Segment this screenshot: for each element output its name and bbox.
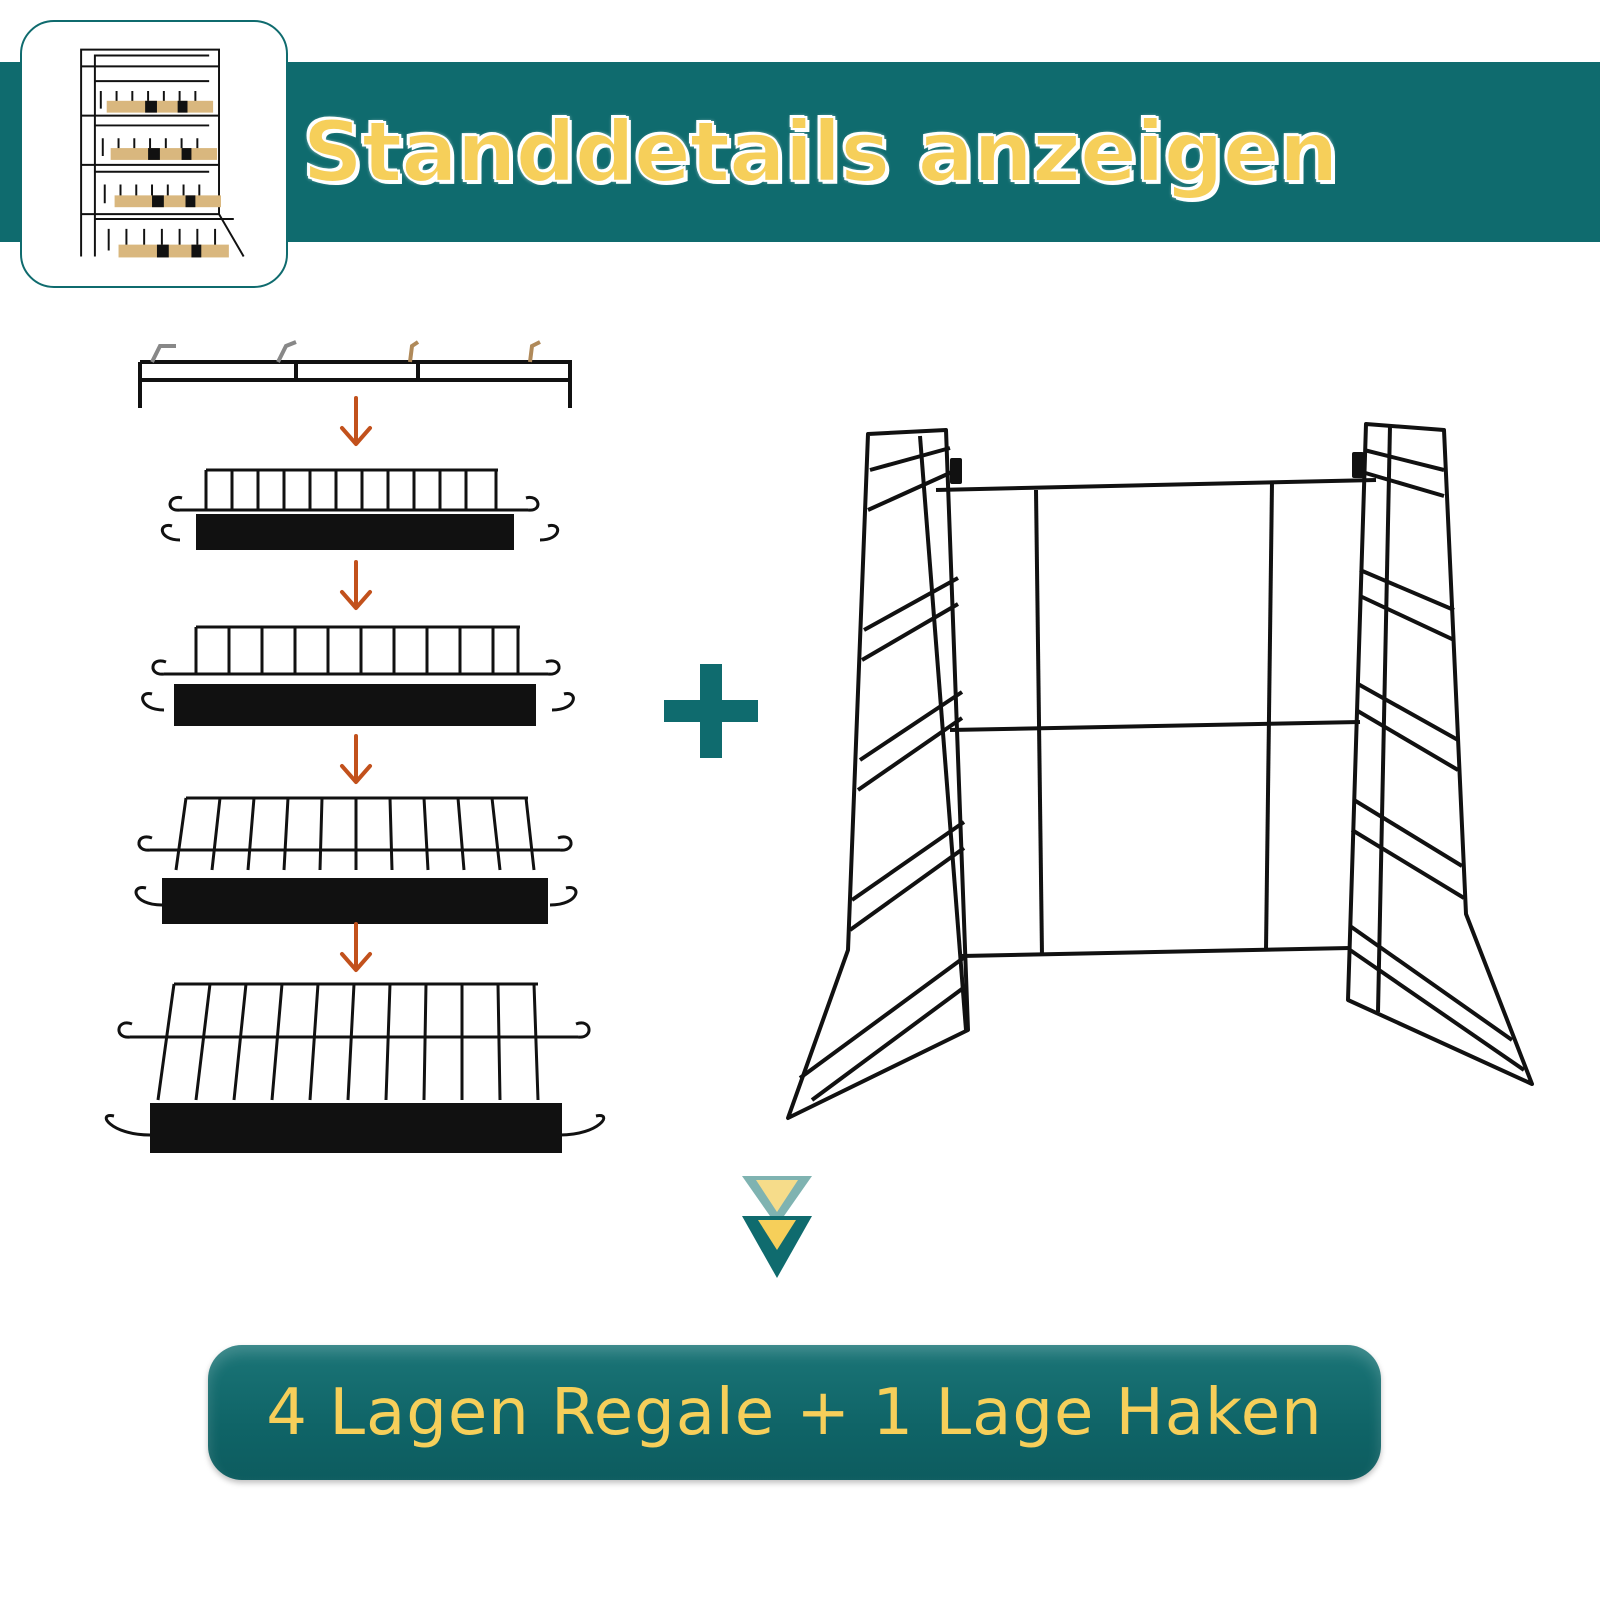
shelf-tier-1	[161, 468, 559, 550]
assembled-rack-image	[80, 48, 245, 258]
arrow-down-icon	[340, 560, 372, 610]
shelf-tier-3	[134, 796, 578, 924]
plus-icon	[664, 664, 758, 758]
arrow-down-icon	[340, 922, 372, 972]
double-chevron-down-icon	[742, 1176, 812, 1278]
summary-text: 4 Lagen Regale + 1 Lage Haken	[266, 1375, 1323, 1450]
page-title: Standdetails anzeigen	[301, 102, 1339, 202]
parts-diagram	[104, 340, 1534, 1278]
shelf-tier-2	[141, 625, 575, 726]
shelf-tier-4	[104, 982, 606, 1153]
arrow-down-icon	[340, 734, 372, 784]
arrow-down-icon	[340, 396, 372, 446]
side-frame-assembly	[786, 422, 1534, 1120]
product-thumbnail	[20, 20, 288, 288]
hook-rail	[138, 340, 572, 408]
summary-banner: 4 Lagen Regale + 1 Lage Haken	[208, 1345, 1381, 1480]
